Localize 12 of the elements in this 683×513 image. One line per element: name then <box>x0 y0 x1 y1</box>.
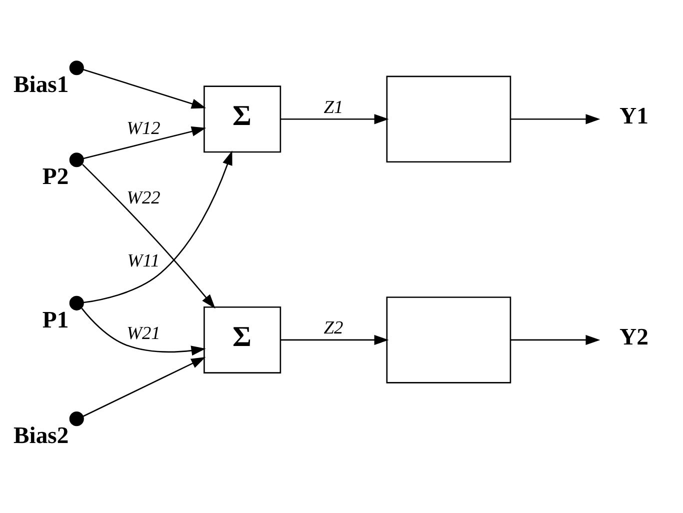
edge-label: W12 <box>126 118 160 138</box>
node-text: Y2 <box>620 324 648 350</box>
edge-label: W22 <box>126 188 160 208</box>
node-label: P1 <box>42 307 69 334</box>
edge-label: Z2 <box>324 318 344 338</box>
edge-label: W21 <box>126 322 160 343</box>
node-text: Y1 <box>620 104 648 130</box>
node-label: P2 <box>42 164 69 190</box>
node-label: Bias1 <box>14 72 69 98</box>
node-label: Bias2 <box>14 423 69 450</box>
edge-label: Z1 <box>324 96 344 117</box>
edge-label: W11 <box>127 250 160 271</box>
